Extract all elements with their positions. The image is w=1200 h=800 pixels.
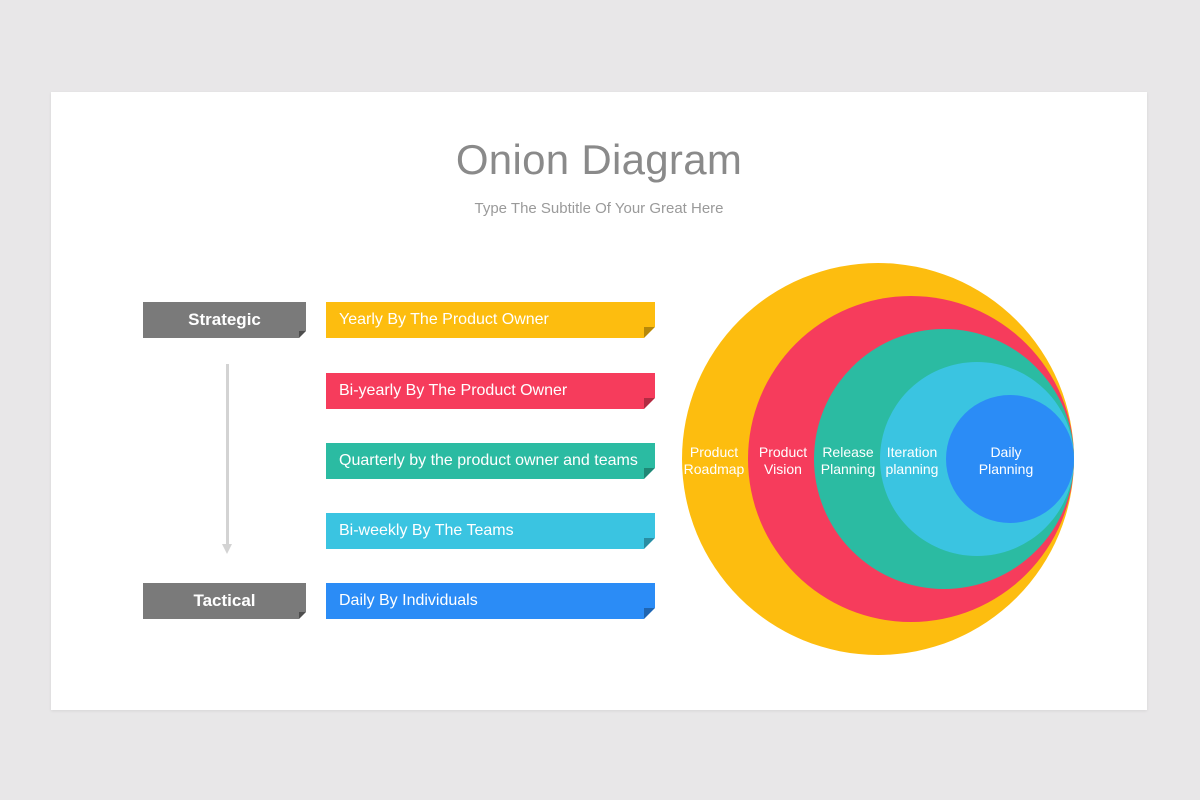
strategic-label: Strategic	[143, 302, 306, 338]
ring-label-line: planning	[885, 461, 939, 477]
bar-label: Daily By Individuals	[339, 592, 478, 609]
bar-label: Bi-weekly By The Teams	[339, 522, 514, 539]
ring-daily-planning	[946, 395, 1074, 523]
bar-yearly: Yearly By The Product Owner	[326, 302, 655, 338]
page-subtitle: Type The Subtitle Of Your Great Here	[474, 200, 724, 217]
ring-label-daily-planning: Daily Planning	[974, 444, 1038, 478]
tactical-label: Tactical	[143, 583, 306, 619]
bar-label: Quarterly by the product owner and teams	[339, 452, 638, 469]
ring-label-product-vision: Product Vision	[751, 444, 815, 478]
ring-label-iteration-planning: Iteration planning	[880, 444, 944, 478]
down-arrow-icon	[222, 544, 232, 554]
bar-bi-weekly: Bi-weekly By The Teams	[326, 513, 655, 549]
ring-label-line: Planning	[820, 461, 876, 477]
ring-label-line: Product	[758, 444, 808, 460]
ring-label-release-planning: Release Planning	[816, 444, 880, 478]
bar-bi-yearly: Bi-yearly By The Product Owner	[326, 373, 655, 409]
ring-label-line: Vision	[764, 461, 802, 477]
bar-quarterly: Quarterly by the product owner and teams	[326, 443, 655, 479]
fold-corner	[644, 468, 655, 479]
ring-label-line: Product	[689, 444, 739, 460]
bar-daily: Daily By Individuals	[326, 583, 655, 619]
fold-corner	[644, 608, 655, 619]
bar-label: Yearly By The Product Owner	[339, 311, 549, 328]
direction-arrow-line	[226, 364, 229, 546]
bar-label: Bi-yearly By The Product Owner	[339, 382, 568, 399]
fold-corner	[644, 327, 655, 338]
ring-label-line: Daily	[990, 444, 1022, 460]
onion-diagram	[682, 263, 1074, 655]
page-title: Onion Diagram	[455, 136, 743, 183]
strategic-label-text: Strategic	[188, 310, 261, 329]
ring-label-line: Iteration	[886, 444, 938, 460]
fold-corner	[644, 398, 655, 409]
ring-label-line: Planning	[978, 461, 1034, 477]
tactical-label-text: Tactical	[193, 591, 256, 610]
fold-corner	[644, 538, 655, 549]
ring-label-product-roadmap: Product Roadmap	[682, 444, 746, 478]
ring-label-line: Release	[822, 444, 874, 460]
ring-label-line: Roadmap	[683, 461, 745, 477]
slide: Onion Diagram Type The Subtitle Of Your …	[51, 92, 1147, 710]
